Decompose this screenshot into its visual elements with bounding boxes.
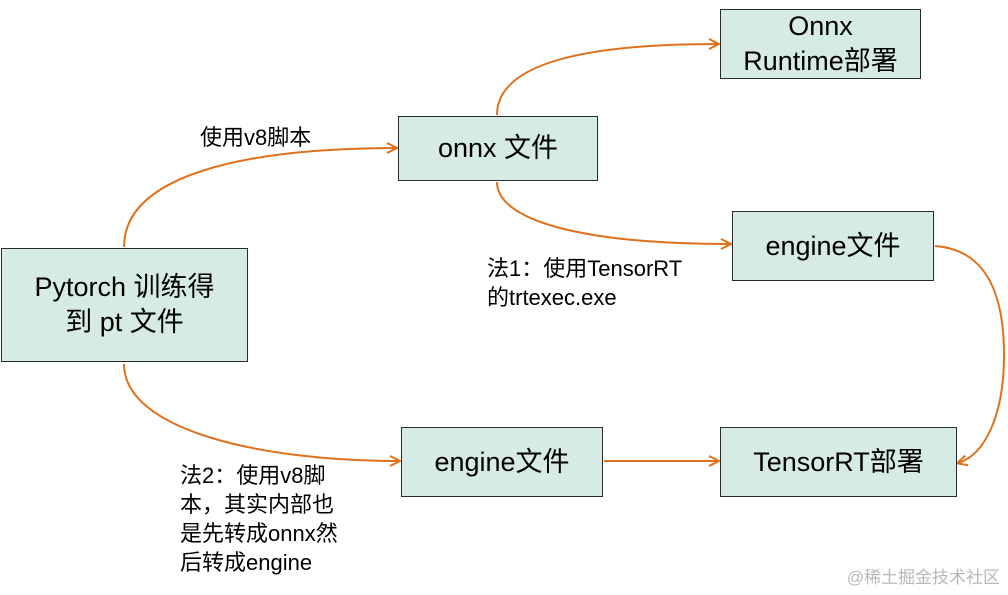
node-tensorrt-text: TensorRT部署 <box>753 446 924 477</box>
label-method1: 法1：使用TensorRT 的trtexec.exe <box>487 254 682 312</box>
label-method2-line4: 后转成engine <box>180 550 313 575</box>
node-engine-file-top-text: engine文件 <box>765 230 901 261</box>
node-pytorch-line2: 到 pt 文件 <box>65 307 184 337</box>
arrow-pytorch-to-engine <box>123 363 399 461</box>
node-pytorch-line1: Pytorch 训练得 <box>34 272 215 302</box>
node-engine-file-bottom-text: engine文件 <box>434 446 570 477</box>
label-method2-line2: 本，其实内部也 <box>180 492 335 517</box>
label-v8-script: 使用v8脚本 <box>200 125 312 150</box>
arrow-engine-to-tensorrt-curved <box>934 245 1006 463</box>
node-onnx-runtime: Onnx Runtime部署 <box>720 9 921 79</box>
node-onnx-runtime-line2: Runtime部署 <box>743 46 898 76</box>
label-method1-line2: 的trtexec.exe <box>487 285 617 310</box>
node-pytorch-training: Pytorch 训练得 到 pt 文件 <box>1 248 248 362</box>
label-method2: 法2：使用v8脚 本，其实内部也 是先转成onnx然 后转成engine <box>180 461 338 577</box>
node-onnx-file: onnx 文件 <box>398 116 598 181</box>
arrow-pytorch-to-onnx <box>123 148 396 248</box>
node-engine-file-top: engine文件 <box>732 211 934 281</box>
label-method1-line1: 法1：使用TensorRT <box>487 256 683 281</box>
arrow-onnx-to-runtime <box>496 44 718 116</box>
watermark: @稀土掘金技术社区 <box>846 568 1000 587</box>
node-tensorrt-deploy: TensorRT部署 <box>720 427 957 497</box>
label-method2-line1: 法2：使用v8脚 <box>180 463 326 488</box>
node-onnx-file-text: onnx 文件 <box>437 133 559 163</box>
node-engine-file-bottom: engine文件 <box>401 427 603 497</box>
label-method2-line3: 是先转成onnx然 <box>180 521 338 546</box>
arrow-onnx-to-engine <box>496 181 730 244</box>
node-onnx-runtime-line1: Onnx <box>788 11 853 41</box>
